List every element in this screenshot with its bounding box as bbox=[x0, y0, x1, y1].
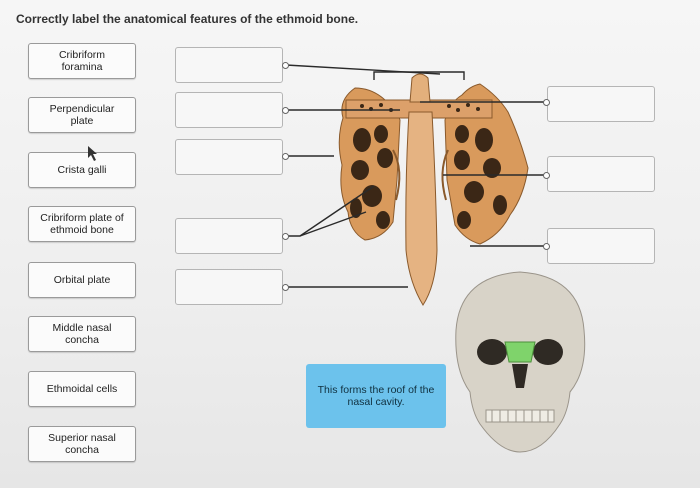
label-crista-galli[interactable]: Crista galli bbox=[28, 152, 136, 188]
anchor-dot bbox=[282, 284, 289, 291]
drop-target-5[interactable] bbox=[175, 269, 283, 305]
anchor-dot bbox=[543, 172, 550, 179]
anchor-dot bbox=[282, 153, 289, 160]
anchor-dot bbox=[543, 243, 550, 250]
question-text: Correctly label the anatomical features … bbox=[16, 12, 359, 26]
leader-lines bbox=[285, 64, 547, 288]
label-text: Superior nasal concha bbox=[48, 432, 116, 456]
ethmoid-bone-illustration bbox=[338, 73, 529, 306]
label-superior-nasal-concha[interactable]: Superior nasal concha bbox=[28, 426, 136, 462]
label-text: Orbital plate bbox=[53, 274, 111, 286]
tooltip-text: This forms the roof of the nasal cavity. bbox=[317, 384, 435, 408]
drop-target-3[interactable] bbox=[175, 139, 283, 175]
label-perpendicular-plate[interactable]: Perpendicular plate bbox=[28, 97, 136, 133]
anchor-dot bbox=[543, 99, 550, 106]
drop-target-4[interactable] bbox=[175, 218, 283, 254]
label-text: Perpendicular plate bbox=[49, 103, 115, 127]
anchor-dot bbox=[282, 107, 289, 114]
label-text: Crista galli bbox=[57, 164, 107, 176]
label-middle-nasal-concha[interactable]: Middle nasal concha bbox=[28, 316, 136, 352]
hint-tooltip: This forms the roof of the nasal cavity. bbox=[306, 364, 446, 428]
label-text: Cribriform plate of ethmoid bone bbox=[40, 212, 124, 236]
label-text: Ethmoidal cells bbox=[46, 383, 118, 395]
drop-target-7[interactable] bbox=[547, 156, 655, 192]
label-ethmoidal-cells[interactable]: Ethmoidal cells bbox=[28, 371, 136, 407]
drop-target-2[interactable] bbox=[175, 92, 283, 128]
drop-target-1[interactable] bbox=[175, 47, 283, 83]
anchor-dot bbox=[282, 233, 289, 240]
label-cribriform-foramina[interactable]: Cribriform foramina bbox=[28, 43, 136, 79]
drop-target-6[interactable] bbox=[547, 86, 655, 122]
drop-target-8[interactable] bbox=[547, 228, 655, 264]
label-text: Middle nasal concha bbox=[52, 322, 112, 346]
skull-illustration bbox=[455, 271, 586, 453]
label-orbital-plate[interactable]: Orbital plate bbox=[28, 262, 136, 298]
label-cribriform-plate[interactable]: Cribriform plate of ethmoid bone bbox=[28, 206, 136, 242]
anchor-dot bbox=[282, 62, 289, 69]
label-text: Cribriform foramina bbox=[58, 49, 106, 73]
